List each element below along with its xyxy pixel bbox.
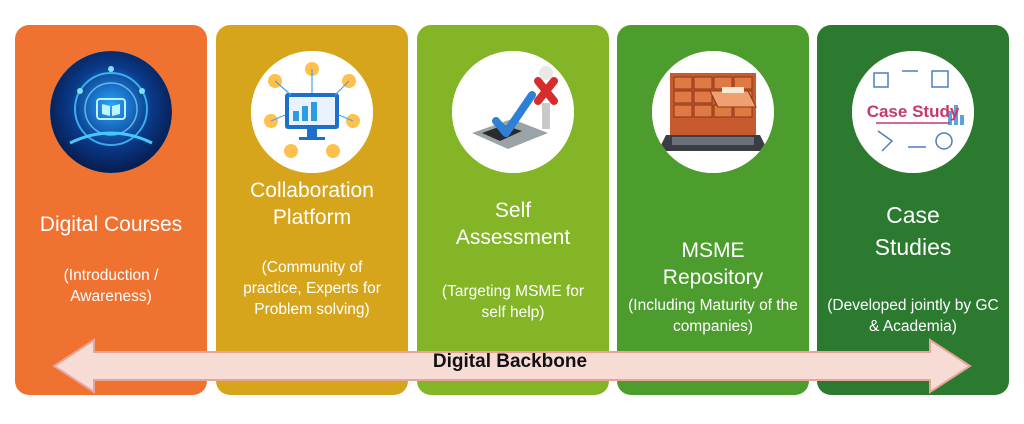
card-case-studies: Case Study Case Studies (Developed joint… bbox=[817, 25, 1009, 395]
card-title: MSME Repository bbox=[662, 239, 764, 289]
card-title: Digital Courses bbox=[39, 213, 183, 236]
backbone-arrow-shape bbox=[52, 338, 972, 394]
card-title: Self Assessment bbox=[455, 199, 571, 249]
card-title: Case Studies bbox=[874, 202, 952, 260]
card-self-assessment: Self Assessment (Targeting MSME for self… bbox=[417, 25, 609, 395]
card-subtitle: (Introduction / Awareness) bbox=[63, 267, 159, 305]
card-collaboration-platform: Collaboration Platform (Community of pra… bbox=[216, 25, 408, 395]
card-title: Collaboration Platform bbox=[250, 179, 374, 229]
card-msme-repository: MSME Repository (Including Maturity of t… bbox=[617, 25, 809, 395]
file-cabinet-icon bbox=[652, 51, 774, 173]
case-study-image-text: Case Study bbox=[867, 102, 960, 121]
card-digital-courses: Digital Courses (Introduction / Awarenes… bbox=[15, 25, 207, 395]
digital-backbone-arrow bbox=[52, 338, 972, 394]
card-subtitle: (Community of practice, Experts for Prob… bbox=[243, 259, 381, 318]
card-subtitle: (Developed jointly by GC & Academia) bbox=[827, 297, 999, 335]
digital-backbone-label: Digital Backbone bbox=[432, 351, 588, 372]
card-subtitle: (Targeting MSME for self help) bbox=[441, 283, 585, 321]
card-subtitle: (Including Maturity of the companies) bbox=[628, 297, 798, 335]
collaboration-network-icon bbox=[251, 51, 373, 173]
digital-learning-icon bbox=[50, 51, 172, 173]
case-study-icon: Case Study bbox=[852, 51, 974, 173]
checkmark-assessment-icon bbox=[452, 51, 574, 173]
